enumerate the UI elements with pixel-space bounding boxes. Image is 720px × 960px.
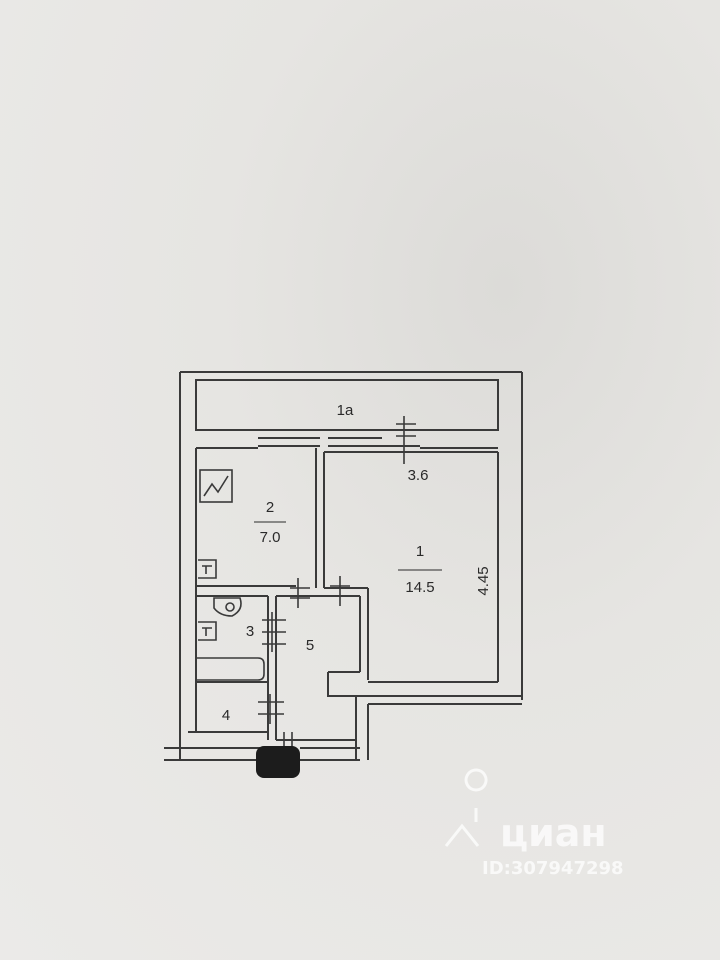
cian-logo-icon bbox=[444, 823, 480, 847]
stove-icon bbox=[199, 469, 233, 503]
room-label-living-area: 14.5 bbox=[405, 579, 434, 596]
watermark: циан ID:307947298 bbox=[444, 768, 624, 879]
room-label-bathroom: 3 bbox=[246, 623, 254, 640]
bathroom-sink-icon bbox=[198, 621, 217, 641]
toilet-icon bbox=[213, 597, 242, 617]
watermark-listing-id: ID:307947298 bbox=[482, 858, 624, 879]
walls bbox=[164, 371, 523, 761]
room-label-toilet: 4 bbox=[222, 707, 230, 724]
room-label-living-number: 1 bbox=[416, 543, 424, 560]
dimension-width: 3.6 bbox=[408, 467, 429, 484]
location-pin-icon bbox=[464, 768, 488, 822]
room-label-kitchen-number: 2 bbox=[266, 499, 274, 516]
door-marks bbox=[258, 416, 416, 748]
redaction-mark bbox=[256, 746, 300, 778]
watermark-brand: циан bbox=[500, 811, 607, 855]
dimension-length: 4.45 bbox=[475, 566, 492, 595]
bathtub-icon bbox=[196, 657, 265, 681]
fixtures bbox=[196, 469, 265, 681]
room-label-loggia: 1а bbox=[337, 402, 354, 419]
room-label-kitchen-area: 7.0 bbox=[260, 529, 281, 546]
room-label-hall: 5 bbox=[306, 637, 314, 654]
kitchen-sink-icon bbox=[198, 559, 217, 579]
